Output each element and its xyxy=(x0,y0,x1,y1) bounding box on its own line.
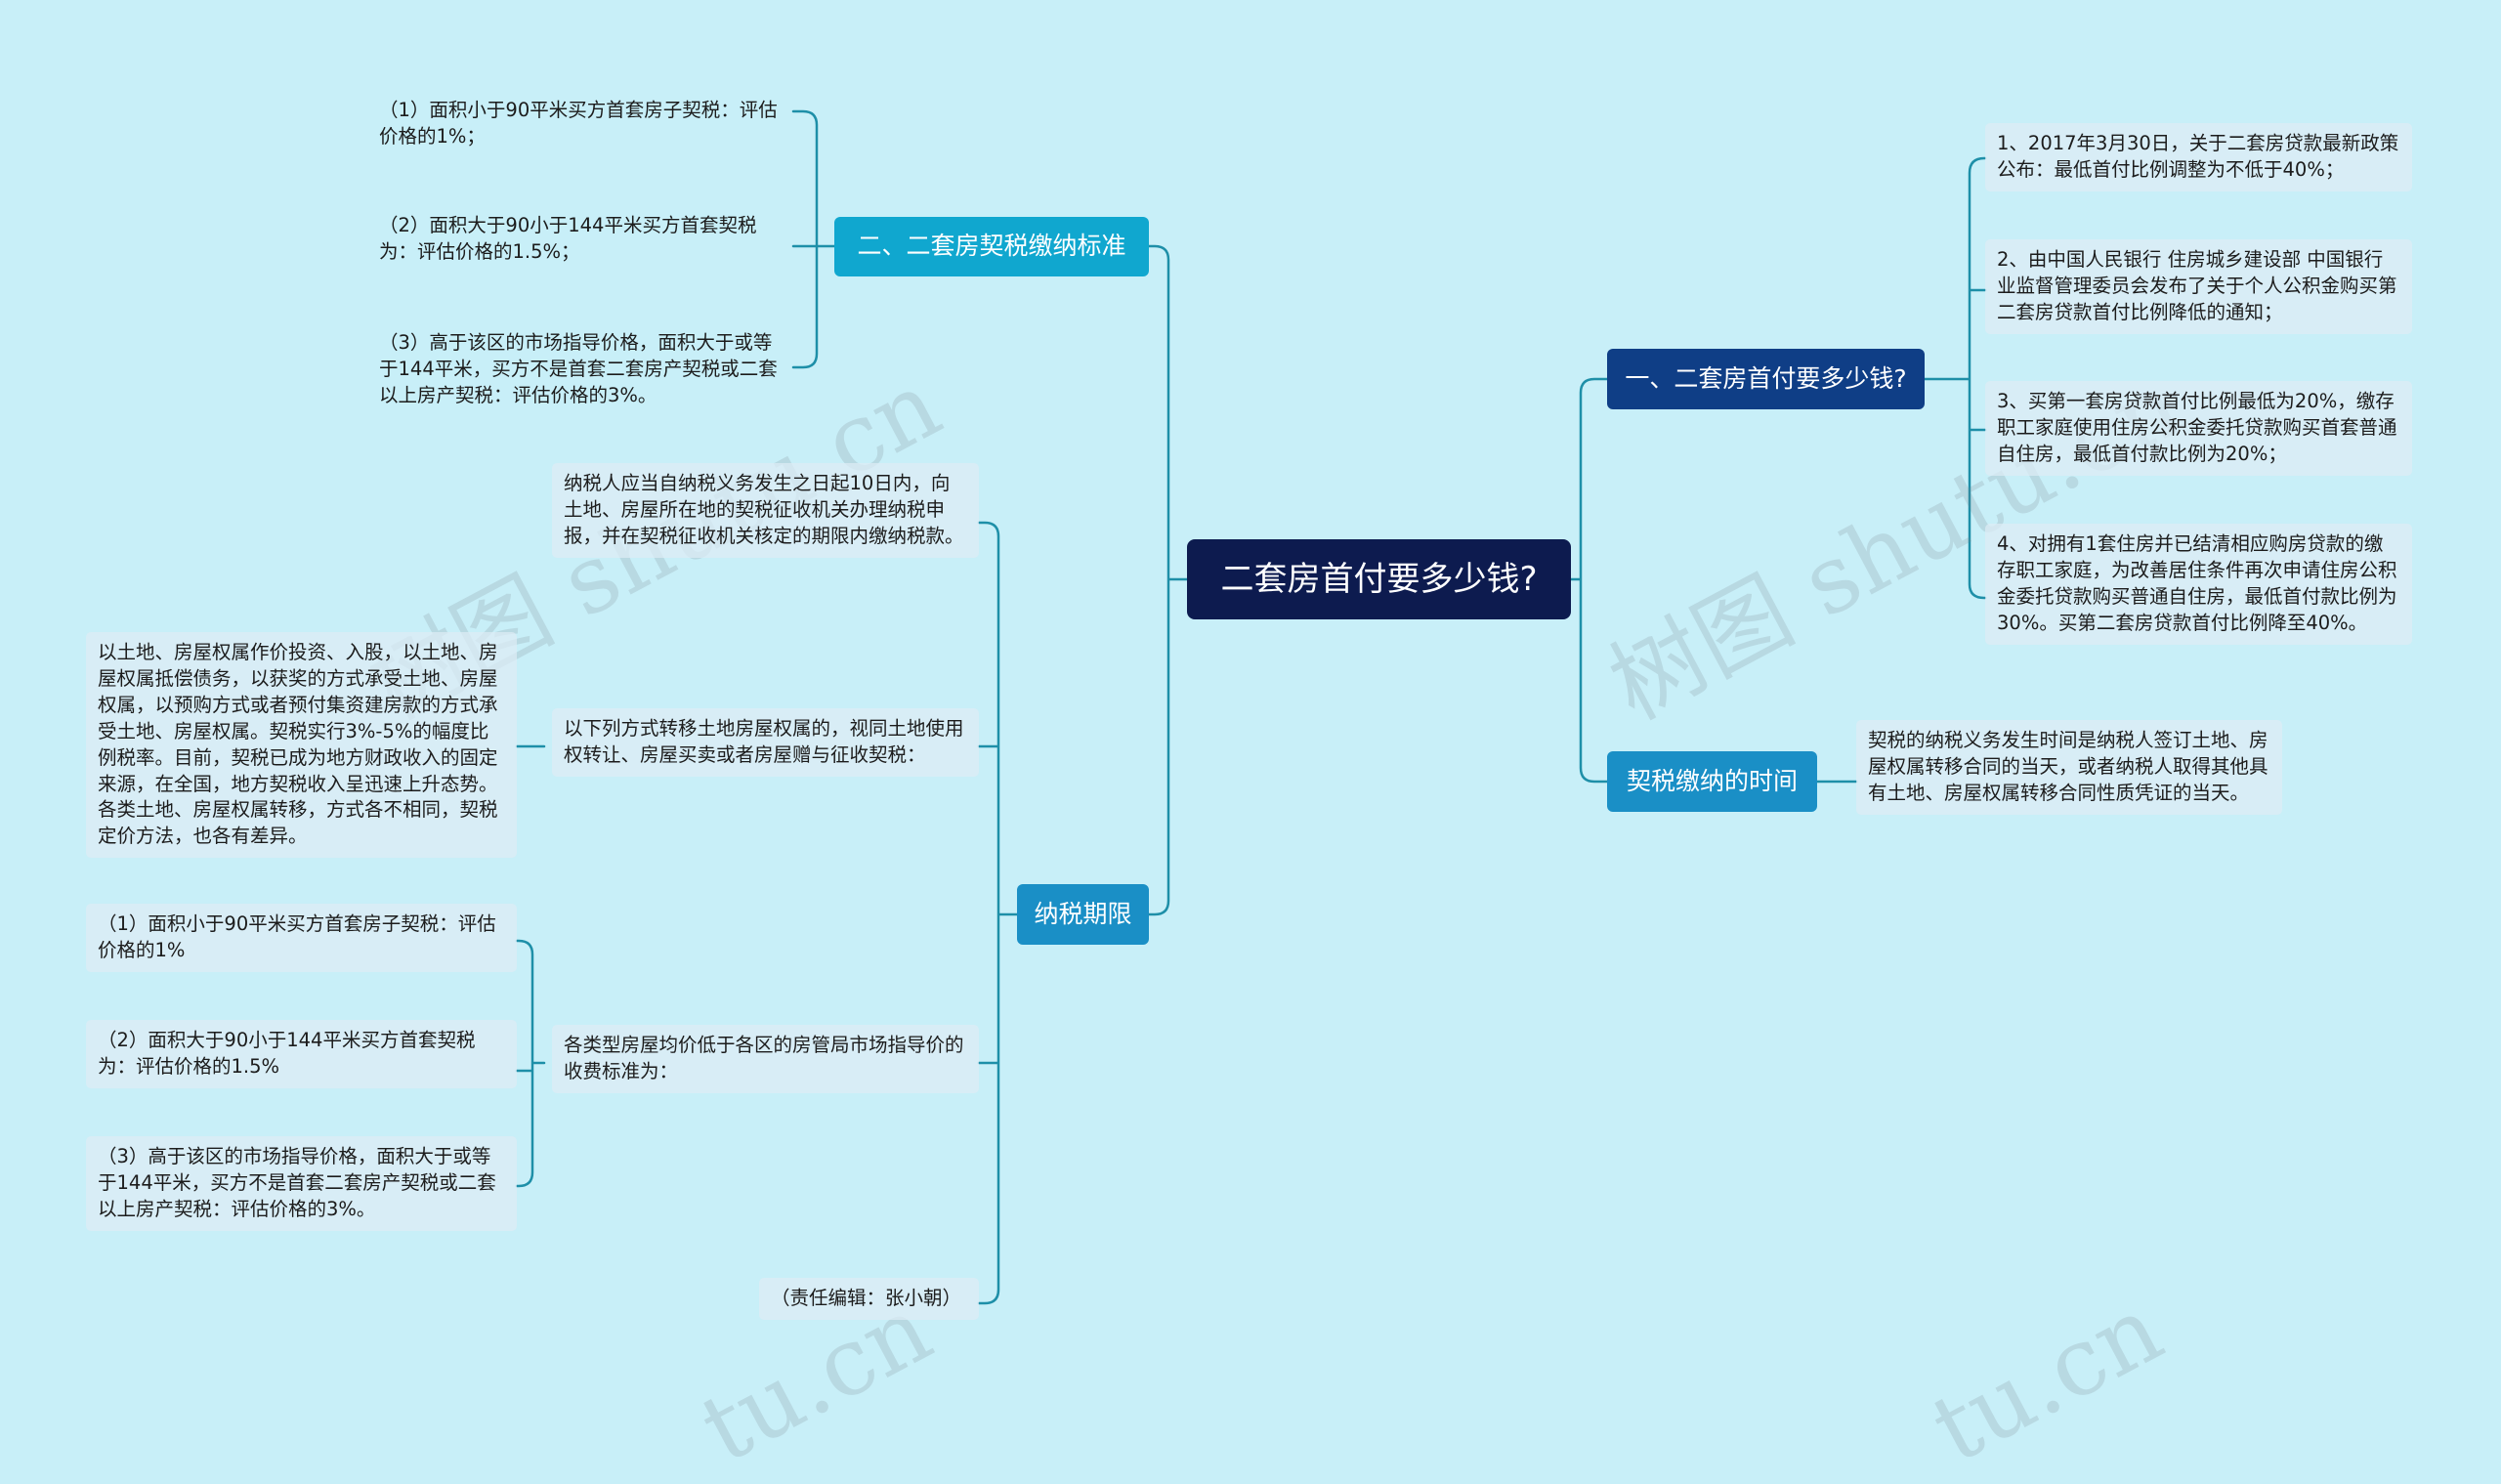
leaf-left-period-2[interactable]: 以下列方式转移土地房屋权属的，视同土地使用权转让、房屋买卖或者房屋赠与征收契税： xyxy=(552,708,979,777)
root-node[interactable]: 二套房首付要多少钱? xyxy=(1187,539,1571,619)
branch-right-down-payment[interactable]: 一、二套房首付要多少钱? xyxy=(1607,349,1925,409)
leaf-right-4[interactable]: 4、对拥有1套住房并已结清相应购房贷款的缴存职工家庭，为改善居住条件再次申请住房… xyxy=(1985,524,2412,645)
leaf-left-editor[interactable]: （责任编辑：张小朝） xyxy=(759,1278,979,1320)
branch-left-tax-standard[interactable]: 二、二套房契税缴纳标准 xyxy=(834,217,1149,276)
edge-root-left xyxy=(1147,244,1189,916)
leaf-left-sub-a[interactable]: 以土地、房屋权属作价投资、入股，以土地、房屋权属抵偿债务，以获奖的方式承受土地、… xyxy=(86,632,517,859)
leaf-left-sub-b-1[interactable]: （1）面积小于90平米买方首套房子契税：评估价格的1% xyxy=(86,904,517,972)
branch-left-tax-period[interactable]: 纳税期限 xyxy=(1017,884,1149,945)
leaf-left-sub-b-2[interactable]: （2）面积大于90小于144平米买方首套契税为：评估价格的1.5% xyxy=(86,1020,517,1088)
leaf-left-sub-b-3[interactable]: （3）高于该区的市场指导价格，面积大于或等于144平米，买方不是首套二套房产契税… xyxy=(86,1136,517,1231)
leaf-left-standard-1[interactable]: （1）面积小于90平米买方首套房子契税：评估价格的1%； xyxy=(379,99,778,148)
leaf-right-tax-time[interactable]: 契税的纳税义务发生时间是纳税人签订土地、房屋权属转移合同的当天，或者纳税人取得其… xyxy=(1856,720,2282,815)
edge-sub-b xyxy=(515,939,546,1188)
leaf-left-period-1[interactable]: 纳税人应当自纳税义务发生之日起10日内，向土地、房屋所在地的契税征收机关办理纳税… xyxy=(552,463,979,558)
edge-left-b1-leaves xyxy=(791,109,836,369)
leaf-right-1[interactable]: 1、2017年3月30日，关于二套房贷款最新政策公布：最低首付比例调整为不低于4… xyxy=(1985,123,2412,191)
edge-root-right xyxy=(1569,377,1609,784)
leaf-left-standard-2[interactable]: （2）面积大于90小于144平米买方首套契税为：评估价格的1.5%； xyxy=(379,214,757,263)
edge-right-b1-leaves xyxy=(1923,156,1987,600)
leaf-left-period-3[interactable]: 各类型房屋均价低于各区的房管局市场指导价的收费标准为： xyxy=(552,1025,979,1093)
edge-left-b2-items xyxy=(977,521,1019,1305)
leaf-right-2[interactable]: 2、由中国人民银行 住房城乡建设部 中国银行业监督管理委员会发布了关于个人公积金… xyxy=(1985,239,2412,334)
leaf-right-3[interactable]: 3、买第一套房贷款首付比例最低为20%，缴存职工家庭使用住房公积金委托贷款购买首… xyxy=(1985,381,2412,476)
connector-lines xyxy=(515,109,1987,1305)
leaf-left-standard-3[interactable]: （3）高于该区的市场指导价格，面积大于或等于144平米，买方不是首套二套房产契税… xyxy=(379,331,778,406)
branch-right-tax-time[interactable]: 契税缴纳的时间 xyxy=(1607,751,1817,812)
